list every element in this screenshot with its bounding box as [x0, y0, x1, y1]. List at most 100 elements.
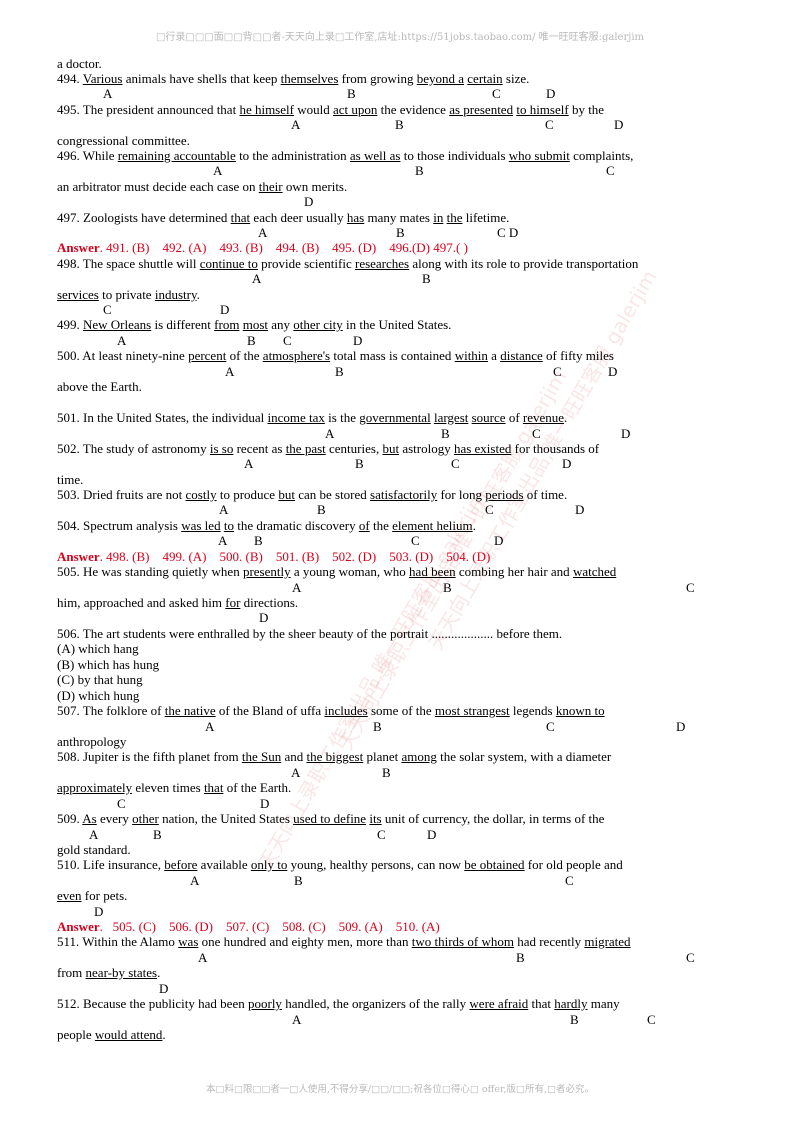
text-segment: for pets. — [81, 888, 128, 903]
text-segment: astrology — [399, 441, 454, 456]
option-marker: B — [382, 765, 391, 780]
option-marker: A — [117, 333, 127, 348]
option-marker: C D — [497, 225, 519, 240]
option-marker: A — [218, 533, 228, 548]
text-segment: 497. Zoologists have determined — [57, 210, 231, 225]
underlined-phrase: researches — [354, 256, 410, 271]
answer-label: Answer — [57, 240, 100, 255]
text-segment: for old people and — [524, 857, 623, 872]
text-segment: by the — [568, 102, 605, 117]
text-segment: a doctor. — [57, 56, 102, 71]
text-segment: the dramatic discovery — [233, 518, 359, 533]
underlined-phrase: other — [132, 811, 159, 826]
text-line: even for pets. — [57, 888, 127, 903]
underlined-phrase: certain — [467, 71, 503, 86]
text-segment: 508. Jupiter is the fifth planet from — [57, 749, 242, 764]
option-marker: B — [395, 117, 404, 132]
answer-line: Answer. 491. (B) 492. (A) 493. (B) 494. … — [57, 240, 468, 255]
page-header: □行录□□□面□□背□□者-天天向上录□工作室,店址:https://51job… — [155, 32, 645, 43]
text-segment: many — [587, 996, 620, 1011]
text-segment: along with its role to provide transport… — [409, 256, 639, 271]
underlined-phrase: element helium — [392, 518, 473, 533]
option-marker: D — [546, 86, 556, 101]
text-segment: some of the — [367, 703, 435, 718]
text-segment: each deer usually — [250, 210, 347, 225]
underlined-phrase: other city — [293, 317, 343, 332]
page-footer: 本□料□限□□者一□人使用,不得分享/□□/□□;祝各位□得心□ offer,版… — [206, 1084, 594, 1095]
option-marker: D — [260, 796, 270, 811]
text-segment: lifetime. — [462, 210, 510, 225]
text-segment: combing her hair and — [455, 564, 573, 579]
text-line: 498. The space shuttle will continue to … — [57, 256, 638, 271]
option-marker: C — [283, 333, 292, 348]
text-line: 502. The study of astronomy is so recent… — [57, 441, 599, 456]
option-marker: B — [153, 827, 162, 842]
answer-line: Answer. 505. (C) 506. (D) 507. (C) 508. … — [57, 919, 440, 934]
text-segment: . — [196, 287, 200, 302]
underlined-phrase: but — [382, 441, 400, 456]
underlined-phrase: watched — [572, 564, 617, 579]
text-segment: of fifty miles — [542, 348, 614, 363]
text-segment: him, approached and asked him — [57, 595, 226, 610]
text-line: 494. Various animals have shells that ke… — [57, 71, 529, 86]
option-marker: D — [353, 333, 363, 348]
text-segment: many mates — [364, 210, 434, 225]
text-segment: planet — [363, 749, 402, 764]
text-line: 501. In the United States, the individua… — [57, 410, 567, 425]
text-segment: from growing — [338, 71, 417, 86]
underlined-phrase: remaining accountable — [117, 148, 236, 163]
text-segment: own merits. — [282, 179, 348, 194]
option-marker: D — [259, 610, 269, 625]
underlined-phrase: for — [225, 595, 241, 610]
text-segment: 509. — [57, 811, 83, 826]
text-line: approximately eleven times that of the E… — [57, 780, 291, 795]
underlined-phrase: near-by states — [85, 965, 158, 980]
option-marker: D — [304, 194, 314, 209]
option-marker: B — [347, 86, 356, 101]
underlined-phrase: to — [223, 518, 234, 533]
underlined-phrase: before — [164, 857, 198, 872]
option-marker: B — [516, 950, 525, 965]
option-marker: C — [485, 502, 494, 517]
text-line: 497. Zoologists have determined that eac… — [57, 210, 509, 225]
underlined-phrase: as presented — [449, 102, 514, 117]
text-segment: a young woman, who — [290, 564, 410, 579]
underlined-phrase: was — [178, 934, 199, 949]
text-segment: 495. The president announced that — [57, 102, 240, 117]
option-marker: A — [244, 456, 254, 471]
text-segment: total mass is contained — [330, 348, 455, 363]
text-line: anthropology — [57, 734, 126, 749]
text-line: 503. Dried fruits are not costly to prod… — [57, 487, 567, 502]
text-line: 509. As every other nation, the United S… — [57, 811, 604, 826]
option-marker: A — [190, 873, 200, 888]
text-segment: an arbitrator must decide each case on — [57, 179, 259, 194]
underlined-phrase: includes — [324, 703, 368, 718]
text-segment: and — [281, 749, 307, 764]
text-segment: (C) by that hung — [57, 672, 143, 687]
text-segment: 500. At least ninety-nine — [57, 348, 189, 363]
text-segment: (D) which hung — [57, 688, 140, 703]
text-segment: people — [57, 1027, 95, 1042]
underlined-phrase: themselves — [280, 71, 339, 86]
option-marker: D — [608, 364, 618, 379]
underlined-phrase: satisfactorily — [370, 487, 438, 502]
underlined-phrase: to himself — [516, 102, 569, 117]
option-marker: B — [254, 533, 263, 548]
option-marker: C — [492, 86, 501, 101]
text-segment: 494. — [57, 71, 83, 86]
option-marker: B — [335, 364, 344, 379]
underlined-phrase: their — [258, 179, 283, 194]
text-line: 499. New Orleans is different from most … — [57, 317, 451, 332]
underlined-phrase: distance — [500, 348, 543, 363]
option-marker: C — [565, 873, 574, 888]
text-segment: of time. — [523, 487, 568, 502]
underlined-phrase: its — [369, 811, 382, 826]
underlined-phrase: most strangest — [434, 703, 510, 718]
underlined-phrase: used to define — [293, 811, 367, 826]
underlined-phrase: only to — [250, 857, 288, 872]
underlined-phrase: Various — [82, 71, 123, 86]
underlined-phrase: income tax — [267, 410, 325, 425]
text-line: a doctor. — [57, 56, 102, 71]
text-line: 505. He was standing quietly when presen… — [57, 564, 616, 579]
underlined-phrase: known to — [555, 703, 605, 718]
